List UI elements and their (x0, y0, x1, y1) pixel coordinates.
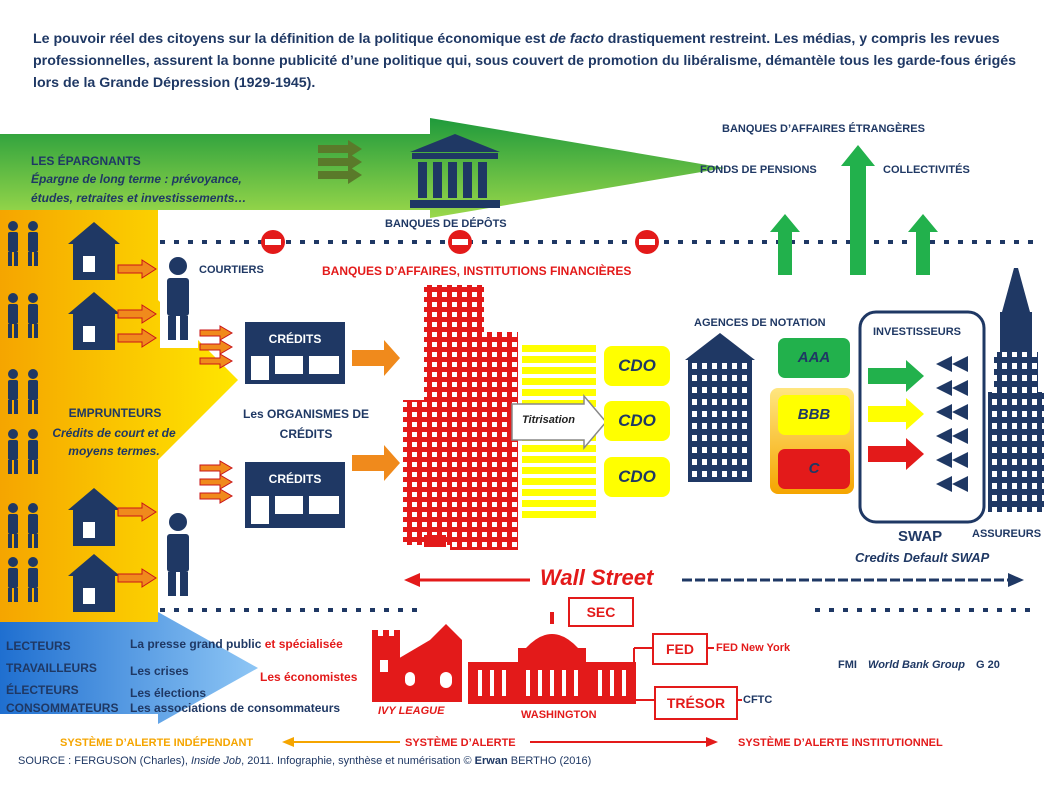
cdo-box: CDO (604, 401, 670, 441)
bank-icon (410, 134, 500, 208)
washington-label: WASHINGTON (521, 709, 597, 721)
pension-funds-label: FONDS DE PENSIONS (700, 164, 817, 176)
intro-part2: drastiquement restreint. Les médias, y c… (33, 31, 1017, 91)
to-banks-arrows (352, 340, 400, 481)
rating-agencies-label: AGENCES DE NOTATION (694, 317, 826, 329)
borrowers-desc: Crédits de court et de moyens termes. (52, 426, 176, 458)
investment-bank-buildings (403, 285, 518, 550)
alert-arrows (282, 737, 718, 747)
credits-cell (309, 356, 339, 374)
international-institutions: FMI World Bank Group G 20 (838, 659, 1000, 671)
credits-box-top: CRÉDITS (245, 322, 345, 384)
media-elections: Les élections (130, 686, 207, 700)
media-press: La presse grand public et spécialisée (130, 637, 343, 651)
credits-cell (251, 356, 269, 380)
press-label: La presse grand public (130, 637, 262, 651)
media-consumer-assoc: Les associations de consommateurs (130, 701, 341, 715)
ivy-league-castle (372, 624, 462, 702)
swap-label: SWAP (898, 528, 943, 545)
no-entry-icon (261, 230, 659, 254)
fed-box: FED (652, 633, 708, 665)
savings-arrow (0, 118, 725, 218)
green-up-arrows (770, 145, 938, 275)
media-economists: Les économistes (260, 670, 358, 684)
securitization-arrow (511, 393, 607, 451)
alert-institutional: SYSTÈME D’ALERTE INSTITUTIONNEL (738, 737, 943, 749)
media-crises: Les crises (130, 664, 189, 678)
citizen-readers: LECTEURS (6, 639, 71, 653)
people-icons (8, 221, 38, 602)
separator-lines (160, 240, 1035, 612)
cds-label: Credits Default SWAP (855, 550, 990, 565)
ivy-league-label: IVY LEAGUE (378, 705, 445, 717)
rating-aaa: AAA (778, 338, 850, 378)
brokers-label: COURTIERS (199, 264, 264, 276)
foreign-banks-label: BANQUES D’AFFAIRES ÉTRANGÈRES (722, 123, 925, 135)
intro-text: Le pouvoir réel des citoyens sur la défi… (33, 28, 1033, 94)
sec-box: SEC (568, 597, 634, 627)
credits-box-bottom: CRÉDITS (245, 462, 345, 528)
savers-desc: Épargne de long terme : prévoyance, étud… (31, 172, 247, 205)
source-suffix: BERTHO (2016) (507, 755, 592, 767)
intro-part1: Le pouvoir réel des citoyens sur la défi… (33, 31, 550, 47)
investor-arrows (868, 360, 924, 470)
cdo-box: CDO (604, 457, 670, 497)
citizen-voters: ÉLECTEURS (6, 683, 79, 697)
wall-street-arrows (404, 573, 1024, 587)
cftc-label: CFTC (743, 694, 773, 706)
fed-ny-label: FED New York (716, 642, 791, 654)
citizens-arrow (0, 612, 258, 724)
credits-label: CRÉDITS (268, 472, 322, 486)
house-icons (68, 222, 120, 612)
rating-bbb: BBB (778, 395, 850, 435)
wall-street-label: Wall Street (540, 565, 654, 590)
deposit-banks-label: BANQUES DE DÉPÔTS (385, 218, 507, 230)
source-film: Inside Job (190, 755, 242, 767)
intro-emphasis: de facto (549, 31, 604, 47)
rating-c: C (778, 449, 850, 489)
borrowers-title: EMPRUNTEURS (68, 406, 162, 420)
credits-cell (275, 356, 303, 374)
rating-agency-building (685, 333, 755, 482)
source-middle: , 2011. Infographie, synthèse et numéris… (241, 755, 475, 767)
investment-banks-label: BANQUES D’AFFAIRES, INSTITUTIONS FINANCI… (322, 264, 632, 278)
source-line: SOURCE : FERGUSON (Charles), Inside Job,… (18, 755, 591, 767)
investors-label: INVESTISSEURS (873, 326, 962, 338)
fmi-label: FMI (838, 659, 857, 671)
capitol-building (468, 612, 636, 704)
insurers-label: ASSUREURS (972, 528, 1042, 540)
investors-frame (858, 310, 986, 524)
credits-cell (251, 496, 269, 524)
orange-arrows (117, 259, 233, 588)
world-bank-label: World Bank Group (868, 659, 965, 671)
savers-title: LES ÉPARGNANTS (31, 154, 141, 168)
broker-icon (160, 250, 198, 606)
credits-cell (275, 496, 303, 514)
swap-chevrons (936, 356, 968, 492)
cdo-box: CDO (604, 346, 670, 386)
credits-cell (309, 496, 339, 514)
g20-label: G 20 (976, 659, 1000, 671)
borrowers-arrow (0, 210, 238, 622)
alert-system: SYSTÈME D’ALERTE (405, 737, 516, 749)
insurer-building (988, 268, 1044, 512)
citizen-workers: TRAVAILLEURS (6, 661, 97, 675)
source-author: Erwan (474, 755, 508, 767)
credits-label: CRÉDITS (268, 332, 322, 346)
credit-orgs-label: Les ORGANISMES DE CRÉDITS (242, 407, 370, 441)
citizen-consumers: CONSOMMATEURS (6, 701, 119, 715)
source-prefix: SOURCE : FERGUSON (Charles), (18, 755, 191, 767)
communities-label: COLLECTIVITÉS (883, 164, 970, 176)
press-spec-label: et spécialisée (261, 637, 343, 651)
alert-independent: SYSTÈME D’ALERTE INDÉPENDANT (60, 737, 254, 749)
tresor-box: TRÉSOR (654, 686, 738, 720)
securitization-label: Titrisation (522, 414, 575, 426)
